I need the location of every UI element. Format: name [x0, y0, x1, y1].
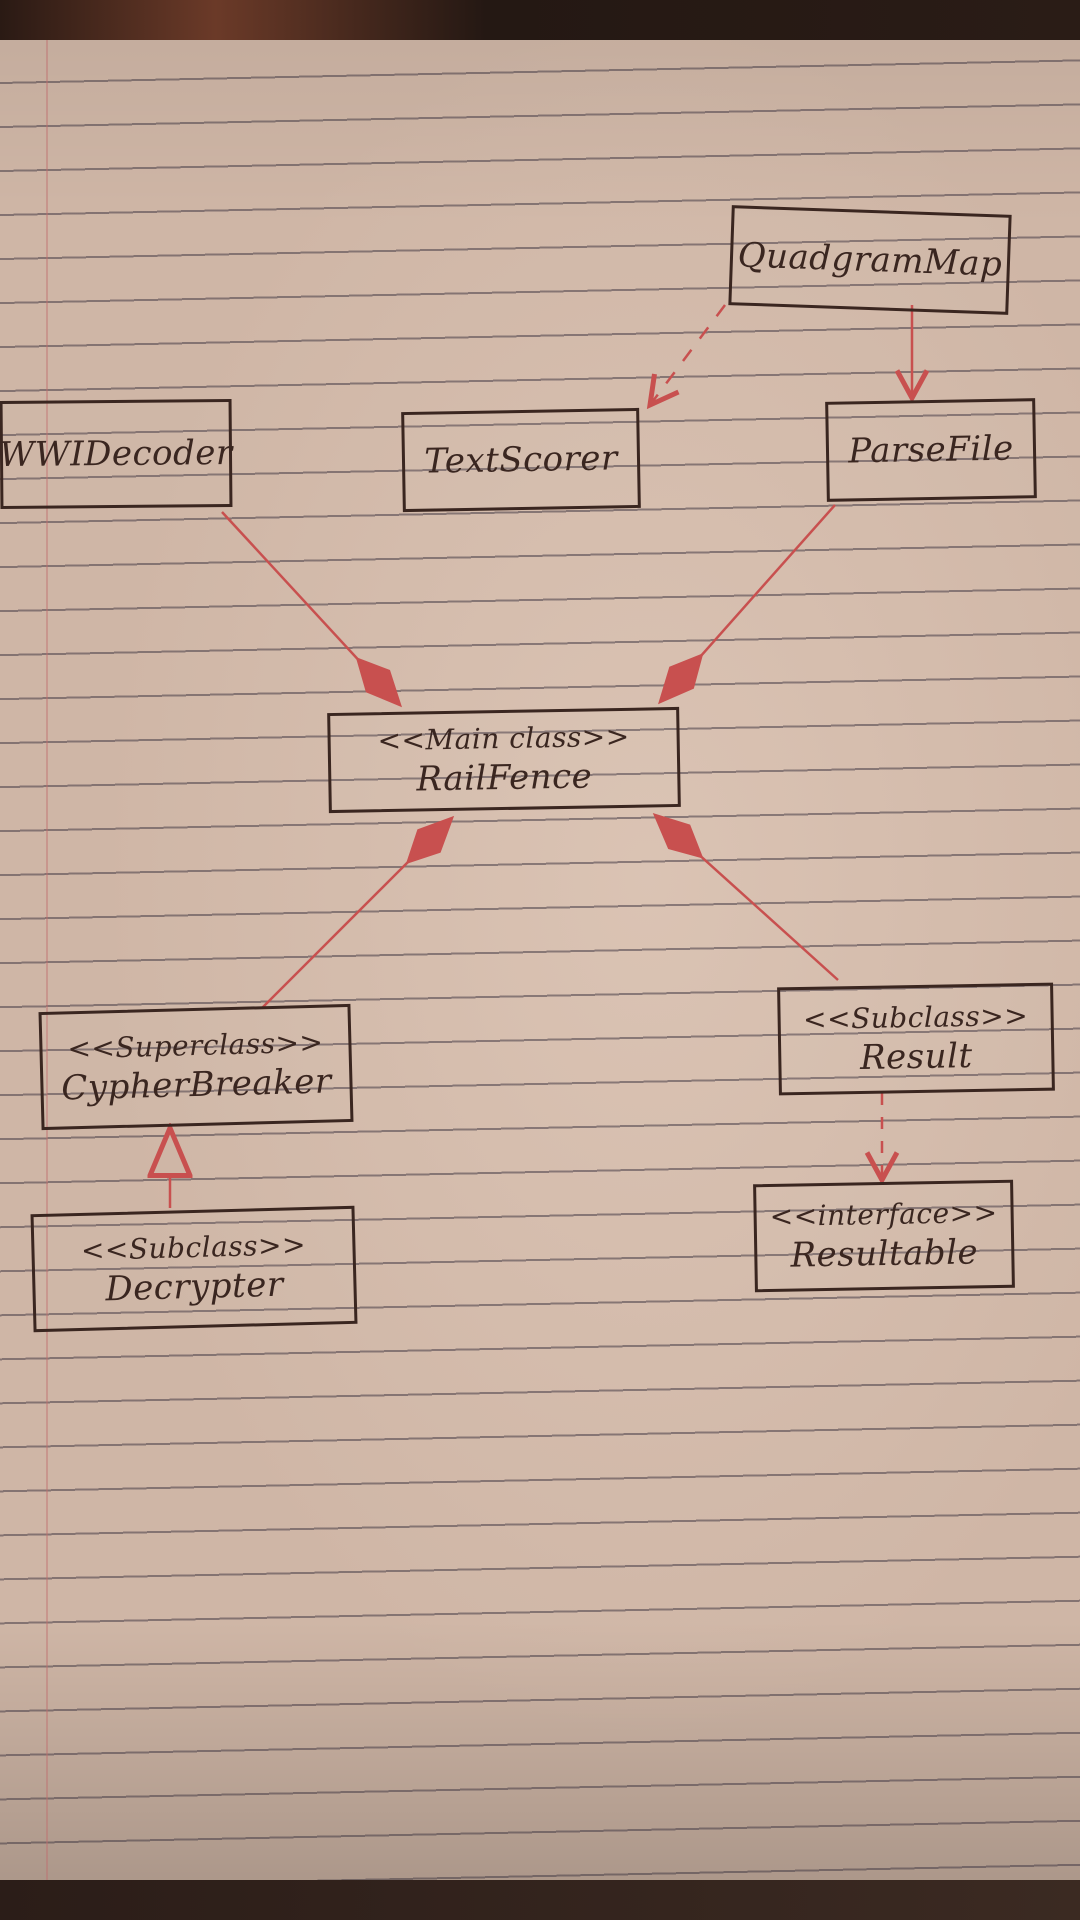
- class-box-railfence: <<Main class>> RailFence: [327, 706, 681, 814]
- class-name: RailFence: [416, 756, 593, 800]
- class-name: Result: [859, 1036, 973, 1078]
- margin-line: [46, 40, 48, 1900]
- class-stereotype: <<Main class>>: [377, 719, 630, 758]
- aggregation-result-railfence: [655, 815, 839, 981]
- class-stereotype: <<interface>>: [769, 1196, 998, 1233]
- class-name: TextScorer: [423, 438, 619, 482]
- aggregation-wwdecoder-railfence: [221, 511, 400, 705]
- dependency-quadgram-textscorer: [650, 304, 726, 405]
- class-box-result: <<Subclass>> Result: [777, 982, 1055, 1096]
- class-box-quadgrammap: QuadgramMap: [728, 205, 1012, 315]
- class-box-textscorer: TextScorer: [401, 407, 641, 513]
- class-name: CypherBreaker: [60, 1061, 333, 1109]
- class-name: QuadgramMap: [737, 235, 1003, 285]
- class-box-cypherbreaker: <<Superclass>> CypherBreaker: [38, 1003, 354, 1131]
- aggregation-cypherbreaker-railfence: [261, 818, 452, 1009]
- class-name: WWIDecoder: [0, 432, 233, 476]
- class-name: ParseFile: [847, 428, 1015, 472]
- class-box-parsefile: ParseFile: [825, 398, 1037, 502]
- aggregation-parsefile-railfence: [660, 504, 836, 702]
- class-box-decrypter: <<Subclass>> Decrypter: [30, 1205, 358, 1333]
- class-name: Resultable: [790, 1232, 979, 1276]
- class-name: Decrypter: [104, 1264, 285, 1310]
- class-stereotype: <<Subclass>>: [802, 999, 1029, 1036]
- class-box-wwidecoder: WWIDecoder: [0, 398, 233, 510]
- class-box-resultable: <<interface>> Resultable: [753, 1179, 1015, 1293]
- class-stereotype: <<Subclass>>: [80, 1228, 307, 1267]
- background-bottom: [0, 1880, 1080, 1920]
